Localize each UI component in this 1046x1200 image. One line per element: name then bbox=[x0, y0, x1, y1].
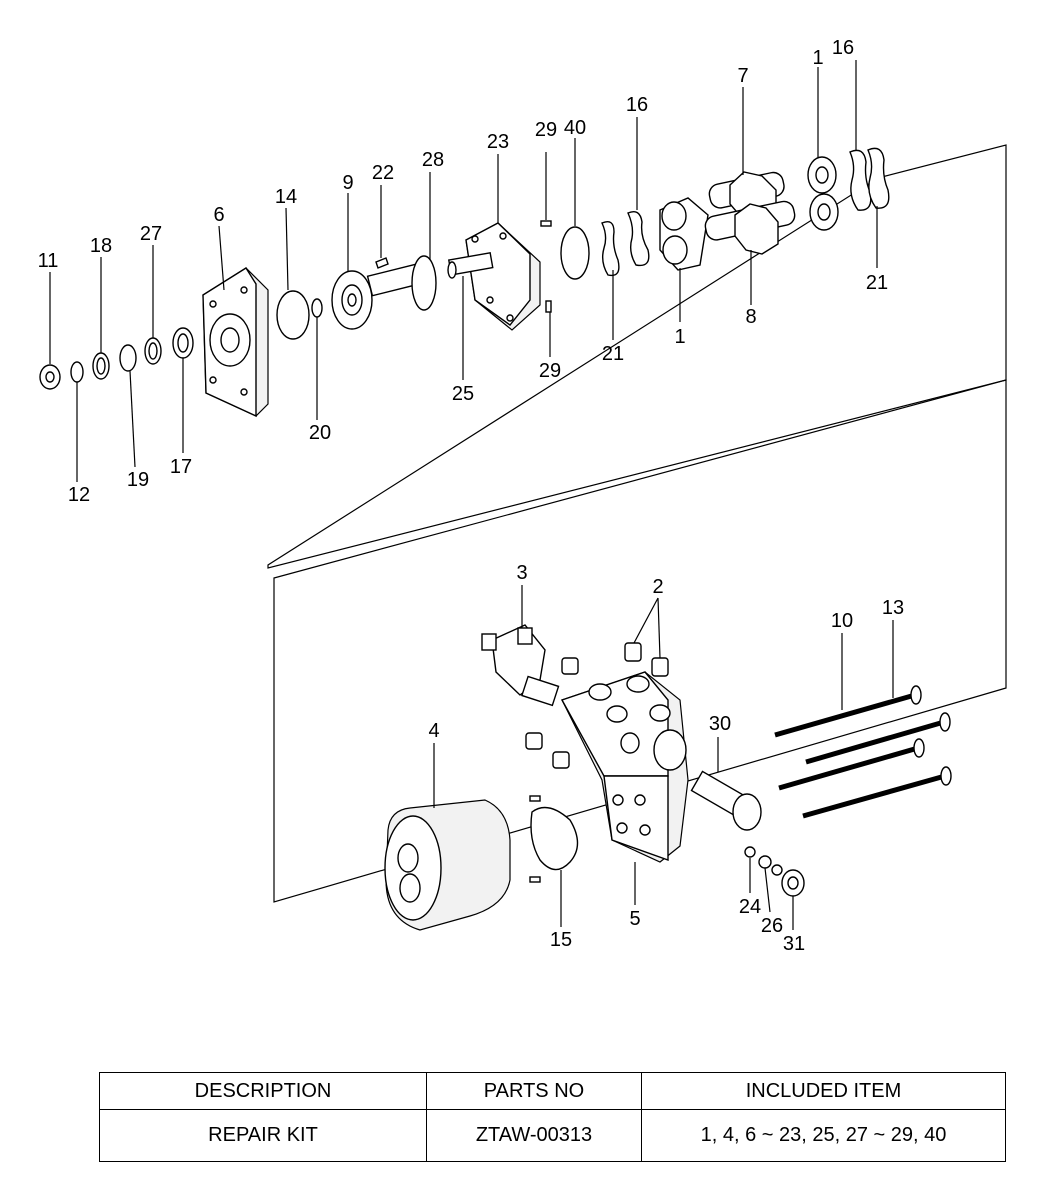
callout-9: 9 bbox=[342, 172, 353, 194]
callout-1-left: 1 bbox=[674, 326, 685, 348]
callout-14: 14 bbox=[275, 186, 297, 208]
part-ring-19 bbox=[119, 344, 137, 372]
callout-18: 18 bbox=[90, 235, 112, 257]
part-ring-18 bbox=[92, 352, 110, 380]
callout-31: 31 bbox=[783, 933, 805, 955]
part-seal-17 bbox=[172, 327, 194, 359]
part-ring-20 bbox=[311, 298, 323, 318]
part-gear-housing-4 bbox=[384, 799, 511, 931]
part-nut-11 bbox=[39, 364, 61, 390]
callout-21-left: 21 bbox=[602, 343, 624, 365]
part-front-cover-6 bbox=[202, 267, 269, 418]
lower-assembly-plane bbox=[273, 379, 1007, 903]
part-gasket-21-right bbox=[867, 147, 890, 209]
header-included-item: INCLUDED ITEM bbox=[641, 1072, 1006, 1110]
callout-1-mid: 1 bbox=[812, 47, 823, 69]
part-oring-40 bbox=[560, 226, 590, 280]
callout-16-left: 16 bbox=[626, 94, 648, 116]
callout-7: 7 bbox=[737, 65, 748, 87]
callout-2: 2 bbox=[652, 576, 663, 598]
part-plug-2 bbox=[624, 642, 669, 677]
callout-21-right: 21 bbox=[866, 272, 888, 294]
part-seat-24 bbox=[744, 846, 756, 858]
cell-included-item: 1, 4, 6 ~ 23, 25, 27 ~ 29, 40 bbox=[641, 1109, 1006, 1162]
part-gear-8 bbox=[704, 200, 796, 255]
callout-26: 26 bbox=[761, 915, 783, 937]
leader-lines bbox=[49, 60, 894, 930]
callout-20: 20 bbox=[309, 422, 331, 444]
part-bearing-block-1-left bbox=[659, 197, 709, 271]
callout-40: 40 bbox=[564, 117, 586, 139]
part-shaft-25 bbox=[447, 252, 494, 279]
callout-15: 15 bbox=[550, 929, 572, 951]
part-oring-14 bbox=[276, 290, 310, 340]
cell-description: REPAIR KIT bbox=[99, 1109, 427, 1162]
callout-27: 27 bbox=[140, 223, 162, 245]
part-gasket-15 bbox=[530, 806, 579, 871]
header-parts-no: PARTS NO bbox=[426, 1072, 642, 1110]
part-gasket-16-left bbox=[627, 210, 650, 267]
part-ring-28 bbox=[411, 255, 437, 311]
part-gasket-16-right bbox=[849, 149, 872, 211]
part-pin-29-lower bbox=[545, 300, 552, 313]
callout-16-right: 16 bbox=[832, 37, 854, 59]
upper-assembly-plane bbox=[267, 144, 1007, 569]
part-flange-23 bbox=[465, 222, 541, 331]
part-ring-27 bbox=[144, 337, 162, 365]
repair-kit-table: DESCRIPTION PARTS NO INCLUDED ITEM REPAI… bbox=[99, 1072, 1006, 1162]
callout-19: 19 bbox=[127, 469, 149, 491]
part-key-22 bbox=[375, 257, 389, 269]
part-pin-lower-b bbox=[529, 876, 541, 883]
callout-8: 8 bbox=[745, 306, 756, 328]
callout-3: 3 bbox=[516, 562, 527, 584]
callout-5: 5 bbox=[629, 908, 640, 930]
callout-29-upper: 29 bbox=[535, 119, 557, 141]
callout-17: 17 bbox=[170, 456, 192, 478]
table-header-row: DESCRIPTION PARTS NO INCLUDED ITEM bbox=[99, 1072, 1006, 1110]
part-check-valve-30 bbox=[690, 770, 762, 831]
part-valve-body-5 bbox=[560, 671, 689, 863]
part-gasket-21-left bbox=[601, 220, 620, 277]
callout-23: 23 bbox=[487, 131, 509, 153]
callout-28: 28 bbox=[422, 149, 444, 171]
callout-4: 4 bbox=[428, 720, 439, 742]
part-pin-lower-a bbox=[529, 795, 541, 802]
table-row: REPAIR KIT ZTAW-00313 1, 4, 6 ~ 23, 25, … bbox=[99, 1109, 1006, 1162]
callout-labels: 1 1 1 2 3 4 5 6 7 8 9 10 11 12 13 14 15 … bbox=[38, 37, 905, 955]
callout-25: 25 bbox=[452, 383, 474, 405]
part-pin-29-upper bbox=[540, 220, 552, 227]
callout-12: 12 bbox=[68, 484, 90, 506]
part-plug-31 bbox=[781, 869, 805, 897]
callout-11: 11 bbox=[38, 250, 59, 272]
part-plug-mid-left bbox=[525, 732, 543, 750]
part-relief-valve-3 bbox=[481, 624, 560, 707]
part-bearing-block-1-right bbox=[807, 156, 839, 231]
part-plug-upper-left bbox=[561, 657, 579, 675]
callout-29-lower: 29 bbox=[539, 360, 561, 382]
callout-6: 6 bbox=[213, 204, 224, 226]
part-bolts-10 bbox=[774, 685, 952, 819]
header-description: DESCRIPTION bbox=[99, 1072, 427, 1110]
cell-parts-no: ZTAW-00313 bbox=[426, 1109, 642, 1162]
callout-30: 30 bbox=[709, 713, 731, 735]
callout-13: 13 bbox=[882, 597, 904, 619]
callout-22: 22 bbox=[372, 162, 394, 184]
part-washer-26 bbox=[758, 855, 772, 869]
part-plug-lower-left bbox=[552, 751, 570, 769]
callout-24: 24 bbox=[739, 896, 761, 918]
part-washer-12 bbox=[70, 361, 84, 383]
part-spring-26 bbox=[771, 864, 783, 876]
callout-10: 10 bbox=[831, 610, 853, 632]
